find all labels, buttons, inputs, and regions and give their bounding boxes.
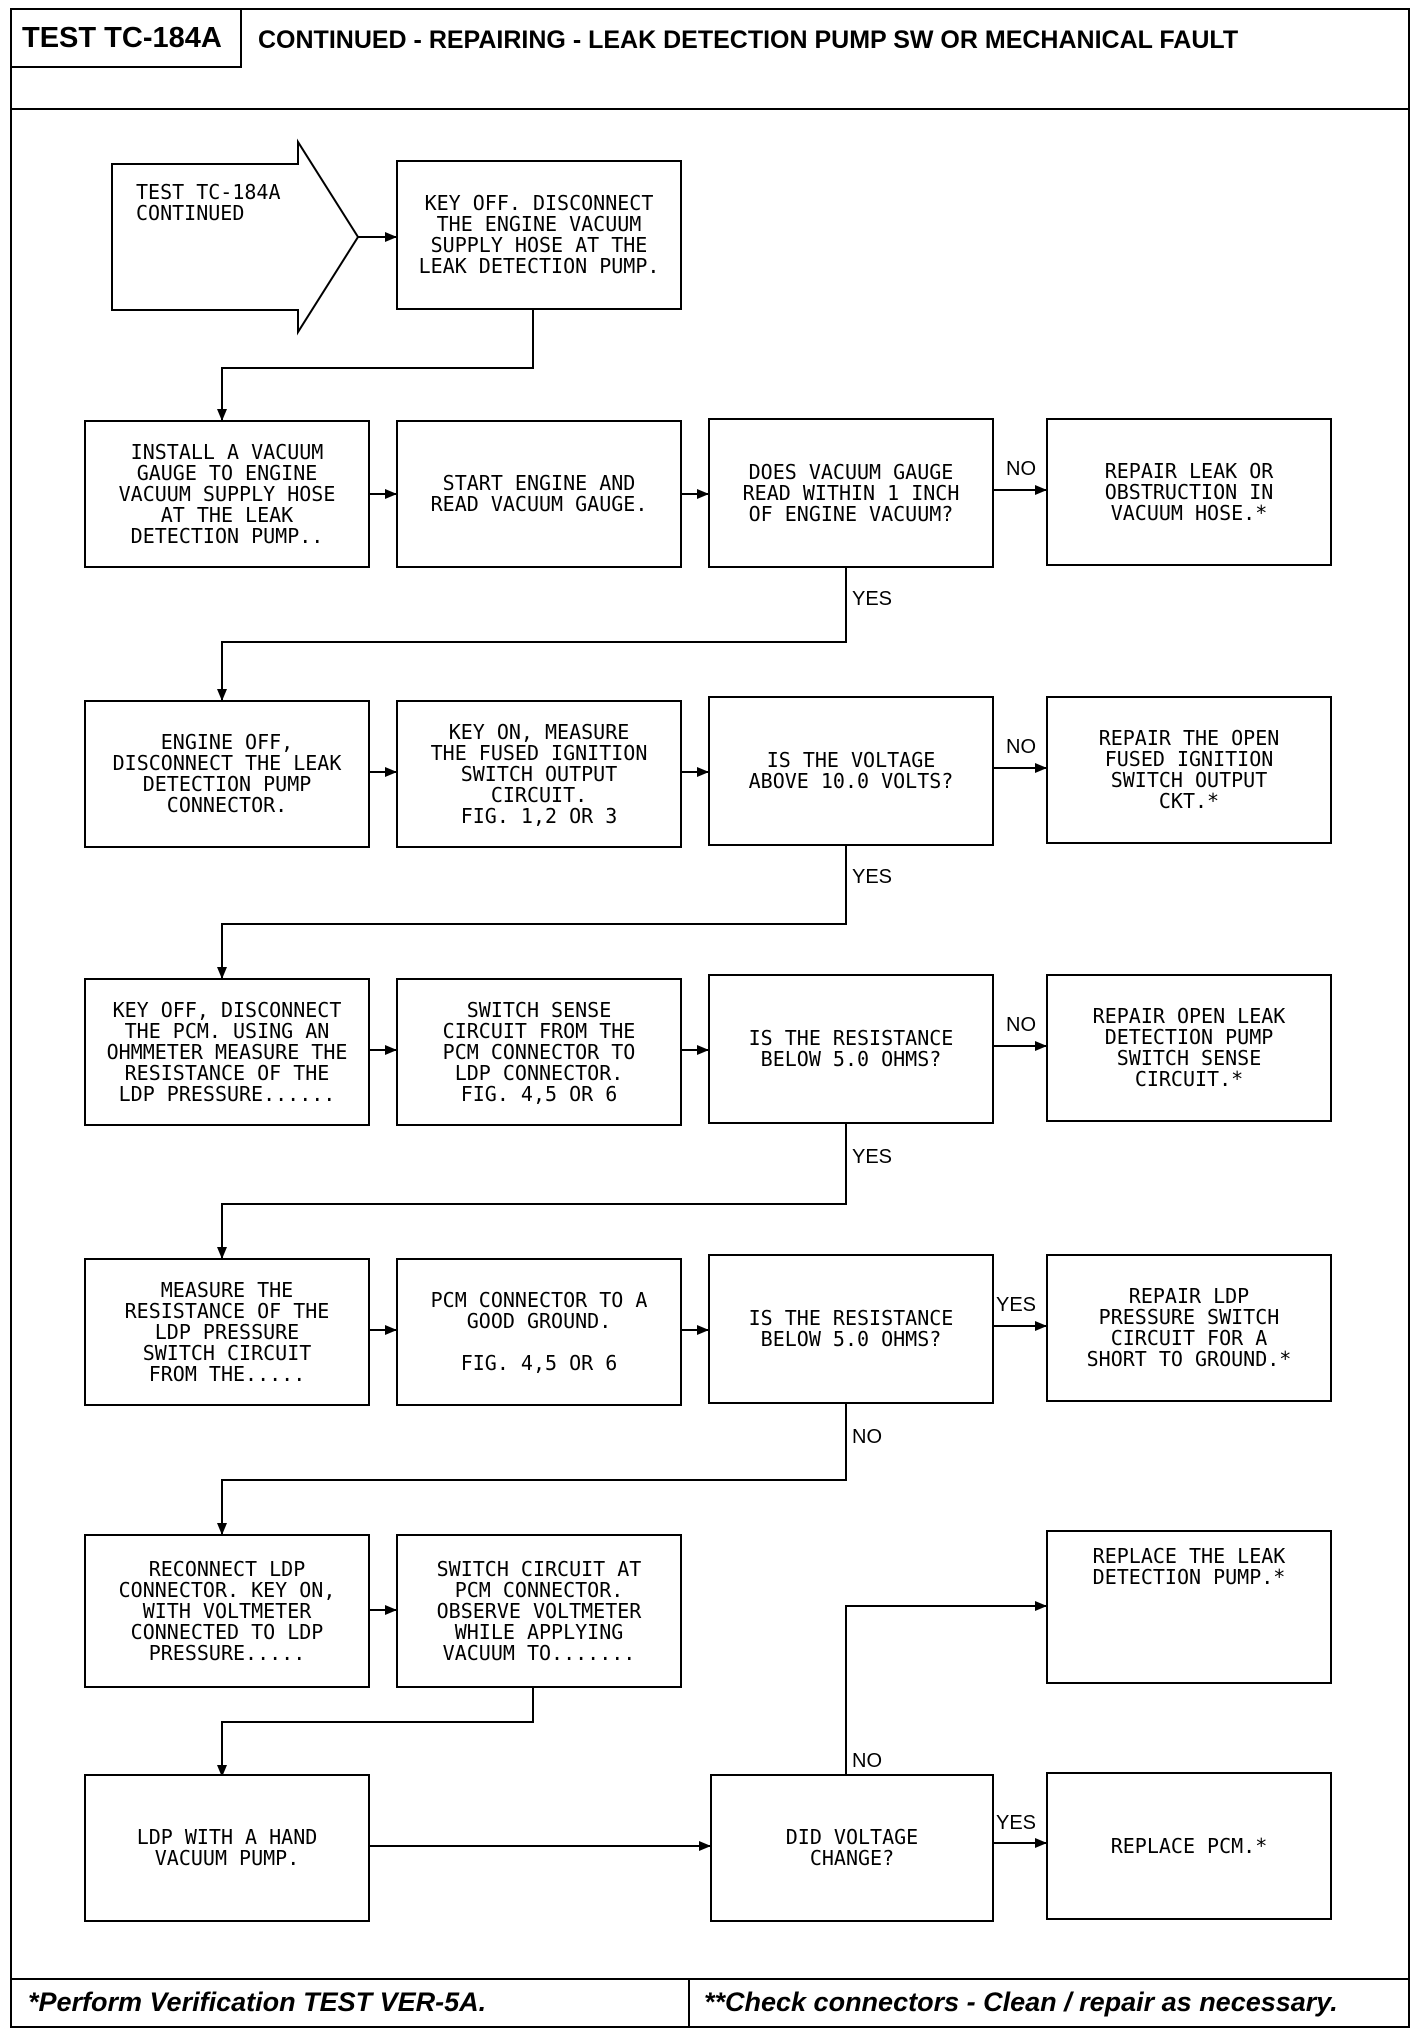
label-no-4: NO <box>852 1426 882 1448</box>
header-divider <box>10 108 1410 110</box>
step-observe-voltmeter: SWITCH CIRCUIT AT PCM CONNECTOR. OBSERVE… <box>396 1534 682 1688</box>
page-title: CONTINUED - REPAIRING - LEAK DETECTION P… <box>258 26 1239 54</box>
connector-r6c-to-r5d <box>845 1601 1047 1774</box>
step-pcm-to-ground: PCM CONNECTOR TO A GOOD GROUND. FIG. 4,5… <box>396 1258 682 1406</box>
label-yes-1: YES <box>852 588 893 610</box>
step-disconnect-ldp-connector: ENGINE OFF, DISCONNECT THE LEAK DETECTIO… <box>84 700 370 848</box>
connector-r3c-to-r4a <box>217 1124 847 1259</box>
label-yes-4: YES <box>996 1294 1037 1316</box>
decision-resistance-open: IS THE RESISTANCE BELOW 5.0 OHMS? <box>708 974 994 1124</box>
step-disconnect-pcm: KEY OFF, DISCONNECT THE PCM. USING AN OH… <box>84 978 370 1126</box>
connector-r1c-to-r2a <box>217 567 847 701</box>
decision-resistance-short: IS THE RESISTANCE BELOW 5.0 OHMS? <box>708 1254 994 1404</box>
result-repair-switch-sense: REPAIR OPEN LEAK DETECTION PUMP SWITCH S… <box>1046 974 1332 1122</box>
start-arrow-shape <box>111 138 360 336</box>
label-no-2: NO <box>1006 736 1036 758</box>
test-id-box <box>10 8 242 68</box>
label-no-5: NO <box>852 1750 882 1772</box>
start-label: TEST TC-184A CONTINUED <box>136 180 281 225</box>
test-id: TEST TC-184A <box>22 22 222 54</box>
result-repair-vacuum-hose: REPAIR LEAK OR OBSTRUCTION IN VACUUM HOS… <box>1046 418 1332 566</box>
label-yes-2: YES <box>852 866 893 888</box>
connector-r2c-to-r3a <box>217 845 847 979</box>
label-yes-5: YES <box>996 1812 1037 1834</box>
footer-note-left: *Perform Verification TEST VER-5A. <box>28 1987 487 2017</box>
footer-divider <box>10 1978 1410 1980</box>
result-repair-short-to-ground: REPAIR LDP PRESSURE SWITCH CIRCUIT FOR A… <box>1046 1254 1332 1402</box>
label-no-1: NO <box>1006 458 1036 480</box>
connector-r4c-to-r5a <box>217 1404 847 1535</box>
step-start-engine: START ENGINE AND READ VACUUM GAUGE. <box>396 420 682 568</box>
footer-note-right: **Check connectors - Clean / repair as n… <box>704 1987 1338 2017</box>
label-yes-3: YES <box>852 1146 893 1168</box>
decision-voltage-change: DID VOLTAGE CHANGE? <box>710 1774 994 1922</box>
result-replace-leak-pump: REPLACE THE LEAK DETECTION PUMP.* <box>1046 1530 1332 1684</box>
outer-frame <box>10 8 1410 2028</box>
result-replace-pcm: REPLACE PCM.* <box>1046 1772 1332 1920</box>
step-disconnect-hose: KEY OFF. DISCONNECT THE ENGINE VACUUM SU… <box>396 160 682 310</box>
step-measure-switch-resistance: MEASURE THE RESISTANCE OF THE LDP PRESSU… <box>84 1258 370 1406</box>
result-repair-ignition-ckt: REPAIR THE OPEN FUSED IGNITION SWITCH OU… <box>1046 696 1332 844</box>
decision-voltage: IS THE VOLTAGE ABOVE 10.0 VOLTS? <box>708 696 994 846</box>
step-reconnect-ldp: RECONNECT LDP CONNECTOR. KEY ON, WITH VO… <box>84 1534 370 1688</box>
footer-split <box>688 1978 690 2028</box>
label-no-3: NO <box>1006 1014 1036 1036</box>
step-switch-sense-circuit: SWITCH SENSE CIRCUIT FROM THE PCM CONNEC… <box>396 978 682 1126</box>
step-hand-vacuum-pump: LDP WITH A HAND VACUUM PUMP. <box>84 1774 370 1922</box>
step-install-gauge: INSTALL A VACUUM GAUGE TO ENGINE VACUUM … <box>84 420 370 568</box>
connector-b1-to-r1a <box>217 310 534 421</box>
step-measure-ignition-circuit: KEY ON, MEASURE THE FUSED IGNITION SWITC… <box>396 700 682 848</box>
decision-vacuum-gauge: DOES VACUUM GAUGE READ WITHIN 1 INCH OF … <box>708 418 994 568</box>
connector-r5b-to-r6a <box>217 1688 534 1777</box>
